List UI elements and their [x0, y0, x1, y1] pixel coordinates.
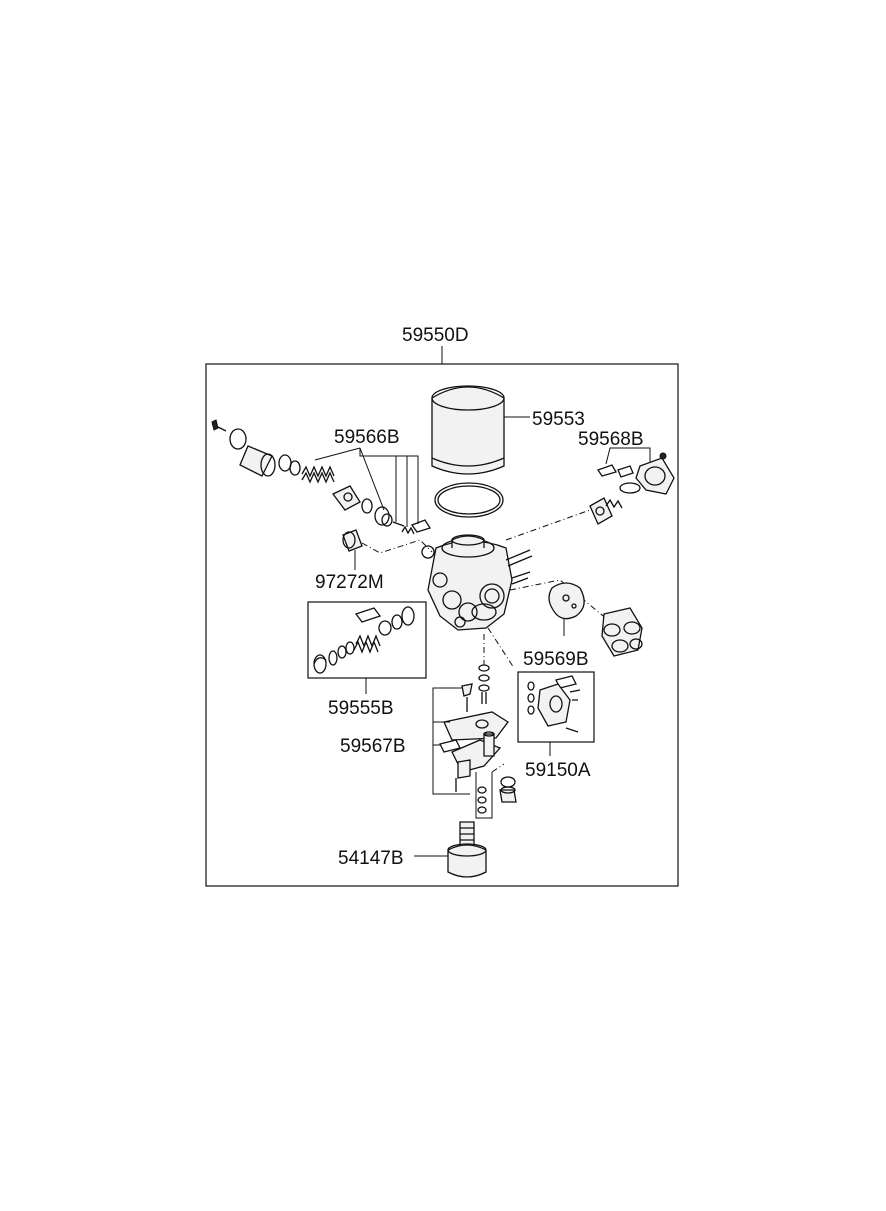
valve-kit-left-drawing	[211, 419, 431, 535]
label-59150A[interactable]: 59150A	[525, 760, 591, 781]
valve-body-drawing	[421, 534, 533, 631]
piston-kit-drawing	[313, 606, 415, 674]
cover-kit-drawing	[527, 675, 581, 733]
seal-drawing	[499, 776, 517, 803]
dash-seal	[491, 763, 505, 773]
cartridge-drawing	[431, 385, 505, 518]
label-59566B[interactable]: 59566B	[334, 427, 400, 448]
gasket-drawing	[548, 582, 585, 620]
cover-drawing	[601, 607, 643, 657]
label-59567B[interactable]: 59567B	[340, 736, 406, 757]
dash-97272M	[361, 539, 433, 554]
label-59555B[interactable]: 59555B	[328, 698, 394, 719]
label-59568B[interactable]: 59568B	[578, 429, 644, 450]
cover-kit-box	[517, 671, 595, 743]
dash-right-kit	[505, 509, 591, 541]
label-59553[interactable]: 59553	[532, 409, 585, 430]
label-97272M[interactable]: 97272M	[315, 572, 384, 593]
dash-cover	[487, 627, 515, 669]
piston-kit-box	[307, 601, 427, 679]
fitting-drawing	[342, 529, 363, 552]
dash-gasket	[509, 579, 621, 631]
label-59569B[interactable]: 59569B	[523, 649, 589, 670]
heater-bracket	[432, 687, 493, 819]
leader-59566B	[314, 447, 419, 527]
valve-kit-right-drawing	[589, 452, 675, 525]
heater-kit-drawing	[439, 683, 509, 814]
label-59550D[interactable]: 59550D	[402, 325, 469, 346]
label-54147B[interactable]: 54147B	[338, 848, 404, 869]
leader-59568B	[605, 447, 651, 465]
o-ring-stack	[478, 664, 490, 704]
muffler-drawing	[447, 821, 487, 878]
